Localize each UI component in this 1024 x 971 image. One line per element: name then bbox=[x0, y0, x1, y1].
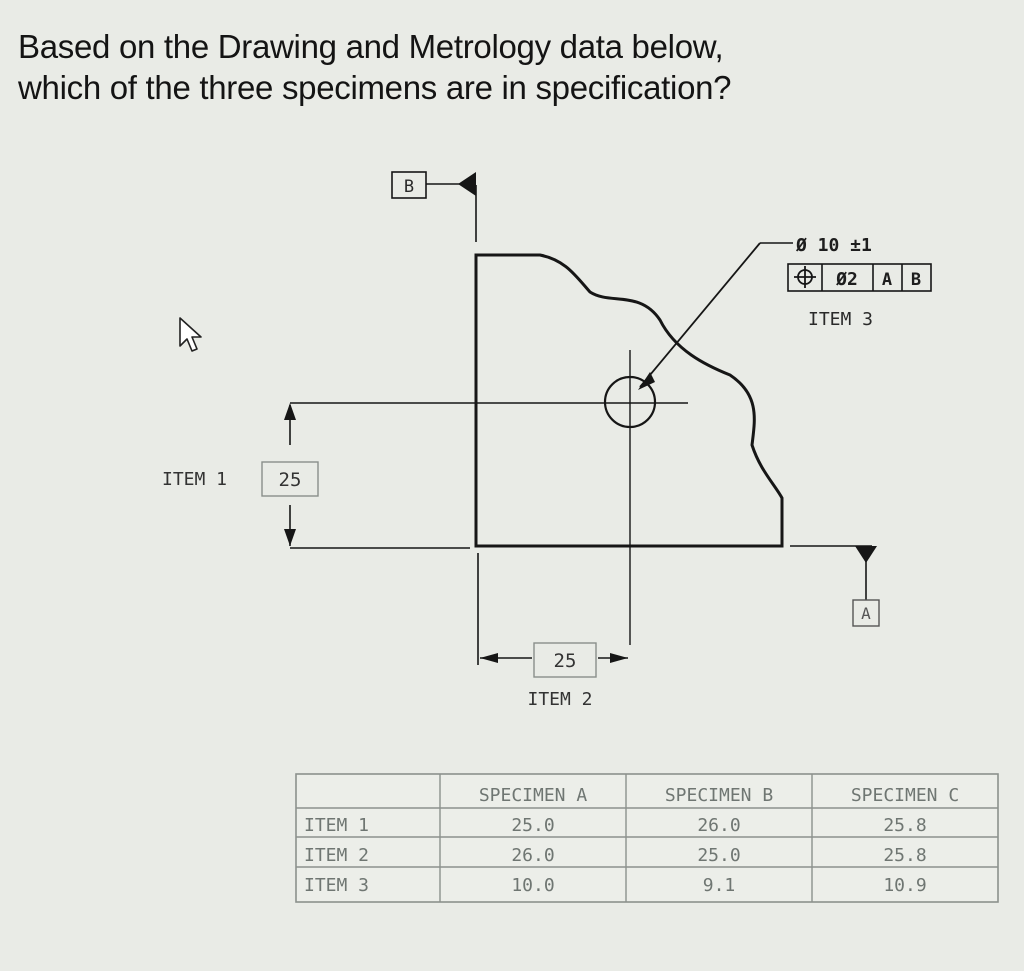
datum-a-label: A bbox=[861, 604, 871, 623]
table-cell: 26.0 bbox=[697, 815, 740, 836]
datum-a-box bbox=[852, 599, 880, 627]
mouse-pointer-icon bbox=[179, 317, 202, 352]
question-line-2: which of the three specimens are in spec… bbox=[18, 69, 732, 106]
table-header-specimen-a: SPECIMEN A bbox=[479, 785, 588, 806]
item3-leader-arrow bbox=[638, 372, 655, 390]
item2-arrow-right bbox=[610, 653, 628, 663]
question-line-1: Based on the Drawing and Metrology data … bbox=[18, 28, 724, 65]
table-cell: 25.8 bbox=[883, 815, 926, 836]
item1-label: ITEM 1 bbox=[162, 469, 227, 490]
item1-arrow-down bbox=[284, 529, 296, 546]
item2-value-box bbox=[533, 642, 597, 678]
datum-b-box bbox=[391, 171, 427, 199]
position-icon bbox=[794, 266, 816, 288]
item3-leader-line bbox=[639, 242, 761, 388]
datum-a-triangle bbox=[855, 546, 877, 563]
item3-label: ITEM 3 bbox=[808, 309, 873, 330]
item1-arrow-up bbox=[284, 403, 296, 420]
datum-b-triangle bbox=[458, 172, 476, 196]
feature-control-frame bbox=[787, 263, 932, 292]
item3-hole-callout: Ø 10 ±1 bbox=[795, 235, 872, 256]
table-row-label: ITEM 1 bbox=[304, 815, 369, 836]
table-cell: 25.0 bbox=[697, 845, 740, 866]
table-cell: 25.0 bbox=[511, 815, 554, 836]
question-text: Based on the Drawing and Metrology data … bbox=[18, 26, 918, 108]
part-outline bbox=[474, 253, 784, 548]
fcf-tolerance: Ø2 bbox=[835, 269, 858, 290]
table-cell: 9.1 bbox=[703, 875, 736, 896]
metrology-table: SPECIMEN A SPECIMEN B SPECIMEN C ITEM 1 … bbox=[295, 773, 999, 903]
item2-arrow-left bbox=[480, 653, 498, 663]
table-row-label: ITEM 3 bbox=[304, 875, 369, 896]
table-row-label: ITEM 2 bbox=[304, 845, 369, 866]
fcf-datum-a: A bbox=[882, 270, 892, 290]
datum-b-label: B bbox=[404, 177, 414, 197]
item2-label: ITEM 2 bbox=[527, 689, 592, 710]
table-header-specimen-b: SPECIMEN B bbox=[665, 785, 773, 806]
table-cell: 25.8 bbox=[883, 845, 926, 866]
fcf-datum-b: B bbox=[911, 270, 921, 290]
item2-value: 25 bbox=[554, 650, 577, 672]
item1-value-box bbox=[261, 461, 319, 497]
table-cell: 26.0 bbox=[511, 845, 554, 866]
table-cell: 10.0 bbox=[511, 875, 554, 896]
table-header-specimen-c: SPECIMEN C bbox=[851, 785, 959, 806]
table-cell: 10.9 bbox=[883, 875, 926, 896]
item1-value: 25 bbox=[279, 469, 302, 491]
